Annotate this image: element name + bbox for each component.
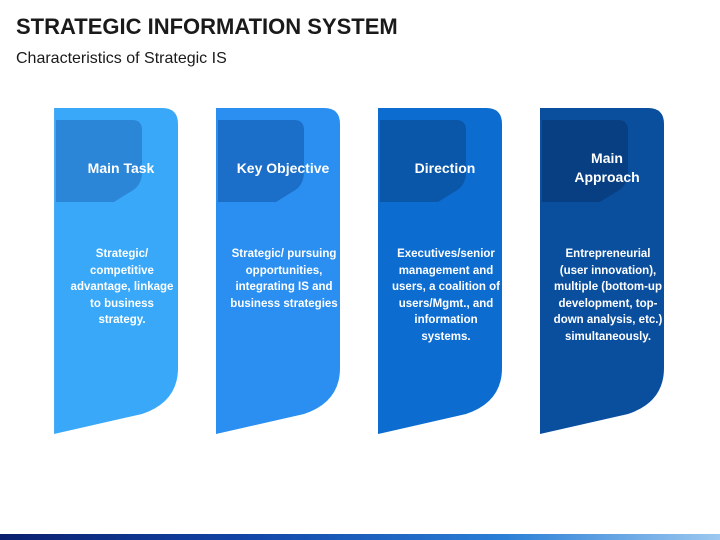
characteristic-card-main-task: Main Task Strategic/ competitive advanta… (53, 90, 220, 445)
characteristic-card-direction: Direction Executives/senior management a… (378, 90, 544, 445)
card-heading: Key Objective (236, 159, 330, 176)
card-heading: Main Task (87, 159, 155, 176)
characteristic-card-key-objective: Key Objective Strategic/ pursuing opport… (216, 90, 382, 445)
slide-title: STRATEGIC INFORMATION SYSTEM (16, 14, 398, 39)
card-shape (53, 108, 178, 434)
card-description: Entrepreneurial (user innovation), multi… (553, 248, 663, 343)
card-shape (216, 108, 340, 434)
card-shape (378, 108, 502, 434)
card-description: Strategic/ competitive advantage, linkag… (70, 248, 174, 326)
bottom-accent-bar (0, 534, 720, 540)
card-description: Executives/senior management and users, … (392, 248, 500, 343)
slide-subtitle: Characteristics of Strategic IS (16, 50, 227, 67)
characteristic-card-main-approach: Main Approach Entrepreneurial (user inno… (540, 90, 706, 445)
card-shape (540, 108, 664, 434)
card-heading: Direction (414, 159, 476, 176)
card-description: Strategic/ pursuing opportunities, integ… (230, 248, 338, 310)
card-heading: Main Approach (574, 150, 640, 185)
